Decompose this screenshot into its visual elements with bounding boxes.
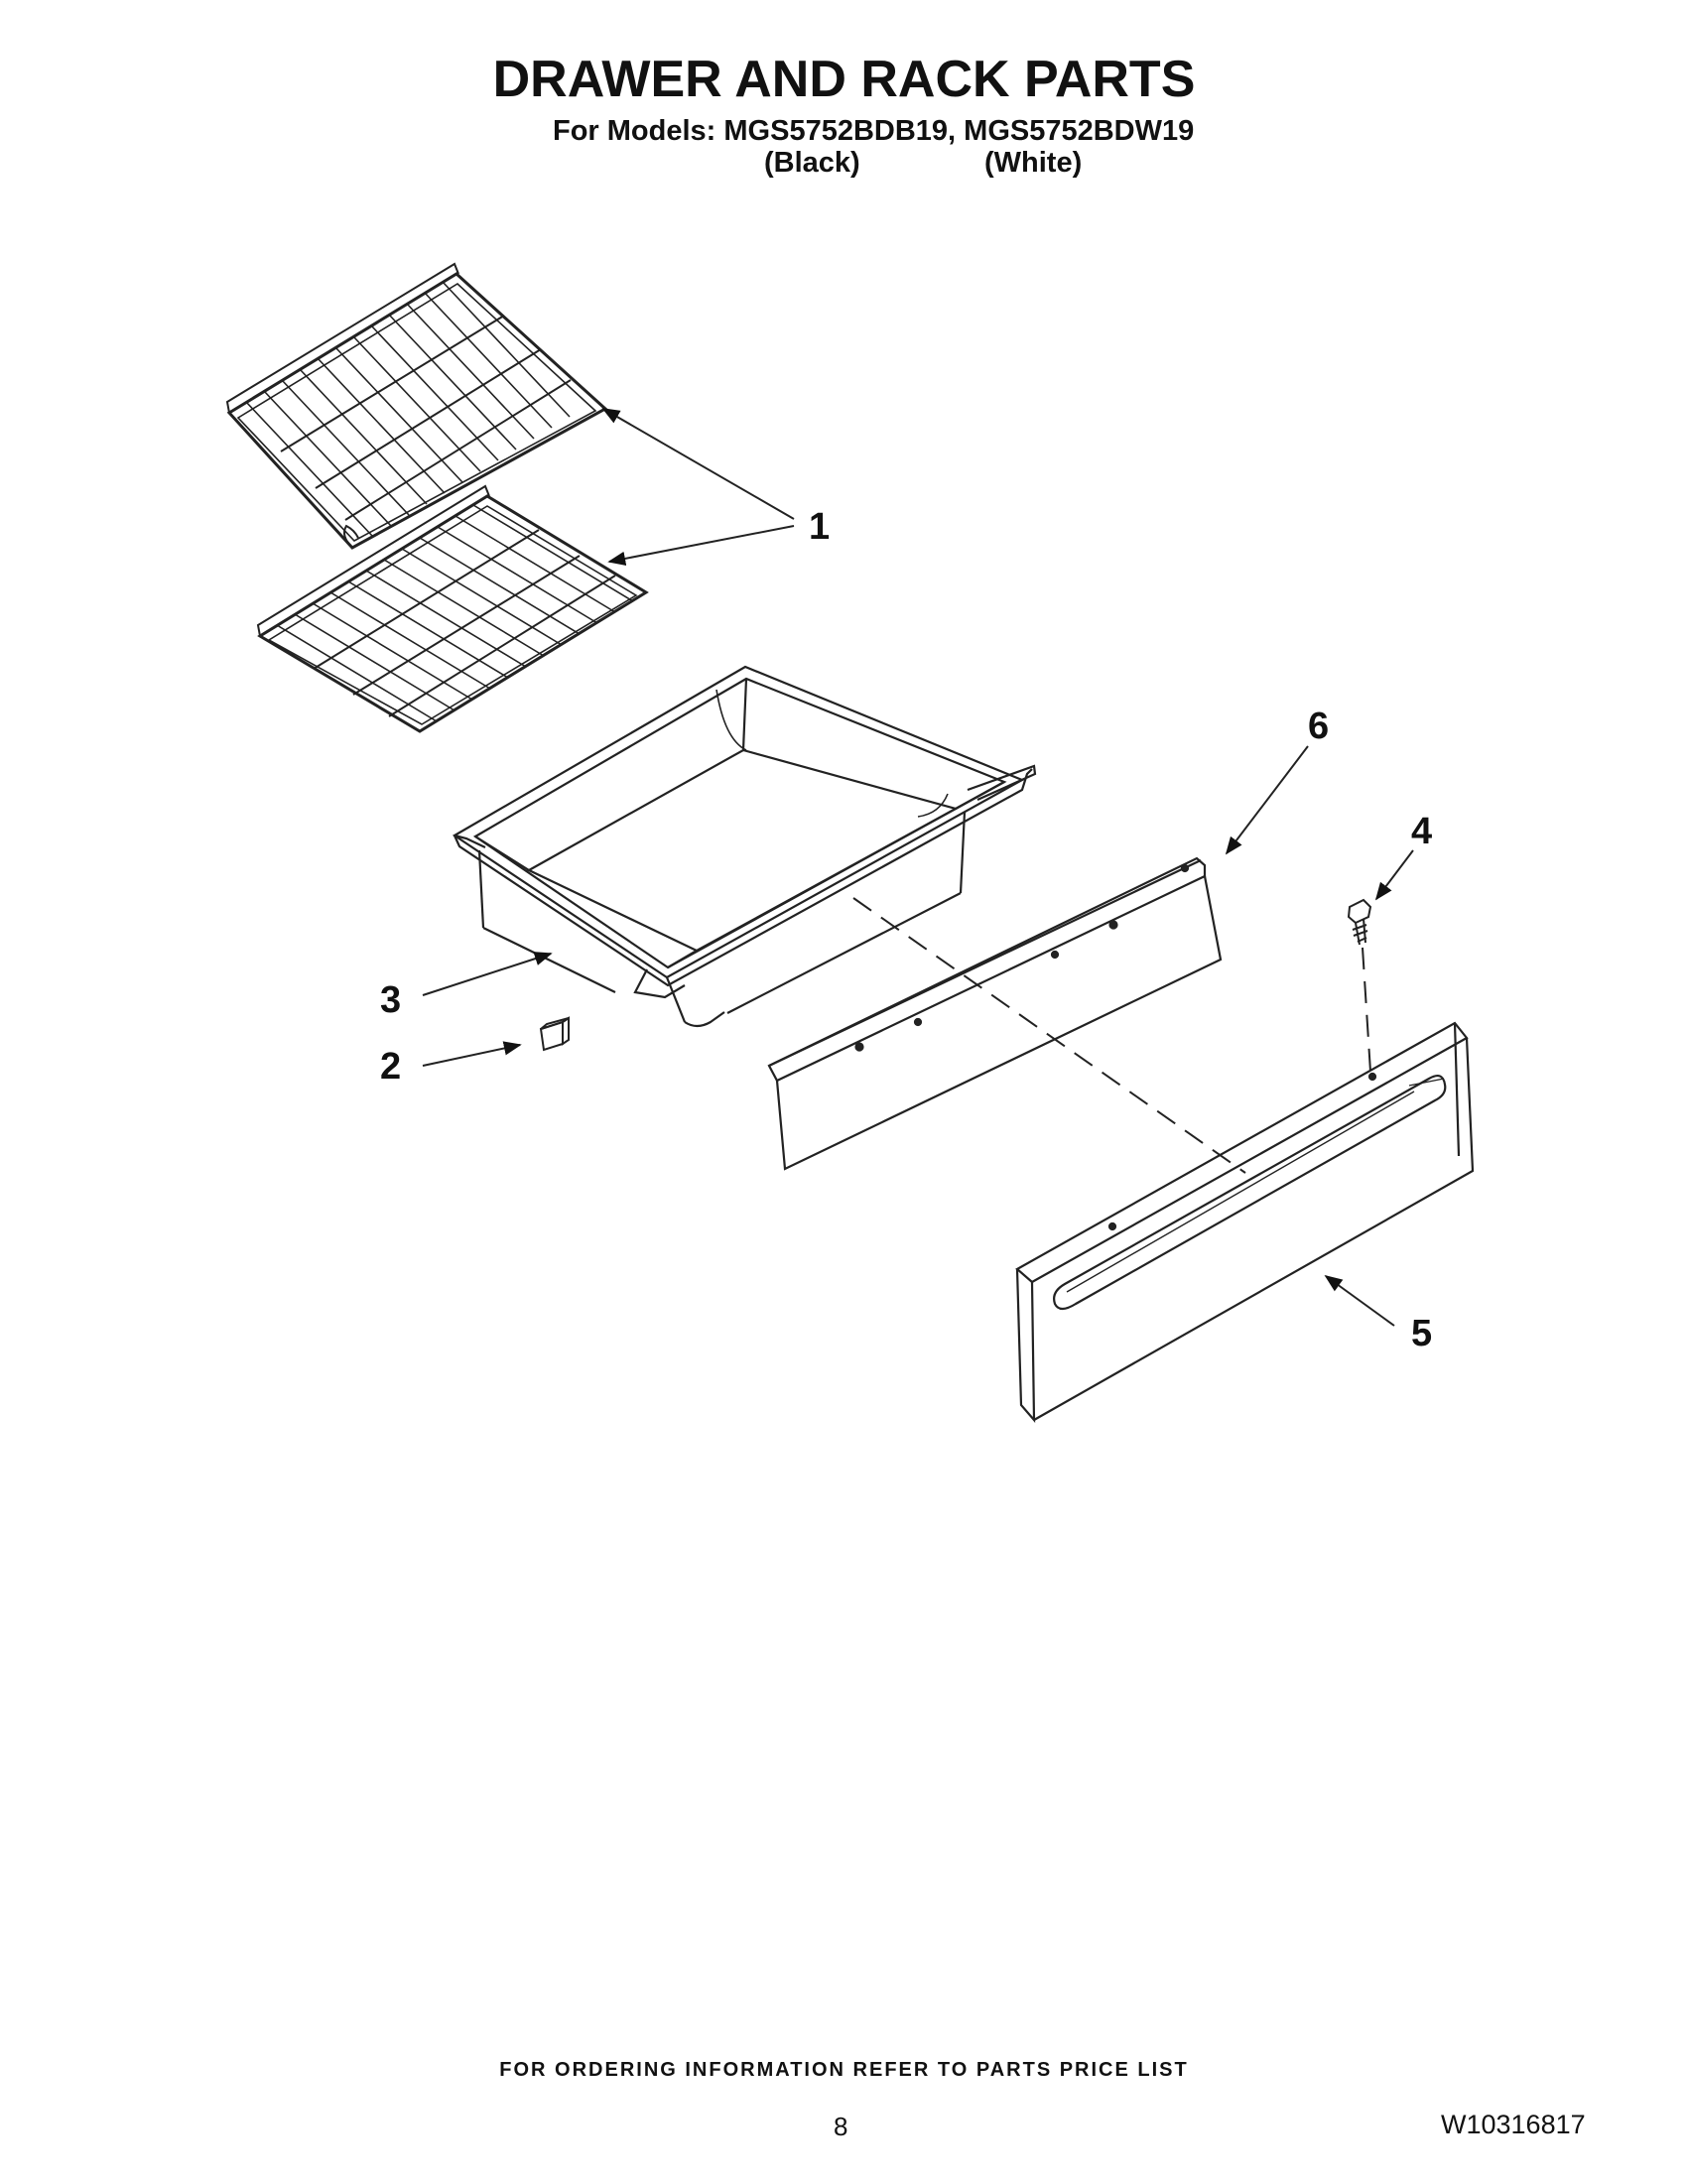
page-number: 8 bbox=[834, 2112, 848, 2141]
leader-1-upper bbox=[601, 408, 795, 520]
callout-2: 2 bbox=[380, 1046, 401, 1088]
callout-6: 6 bbox=[1308, 706, 1329, 747]
ordering-note: FOR ORDERING INFORMATION REFER TO PARTS … bbox=[499, 2059, 1189, 2081]
drawer-front-bracket bbox=[767, 856, 1223, 1171]
oven-rack-lower bbox=[256, 484, 649, 733]
model-color-black: (Black) bbox=[764, 147, 860, 179]
document-number: W10316817 bbox=[1441, 2110, 1586, 2139]
page-title: DRAWER AND RACK PARTS bbox=[492, 51, 1196, 108]
alignment-lines bbox=[852, 897, 1371, 1174]
callout-5: 5 bbox=[1411, 1313, 1432, 1354]
models-line: For Models: MGS5752BDB19, MGS5752BDW19 bbox=[553, 115, 1195, 147]
leader-lines bbox=[422, 408, 1414, 1327]
drawer-stop bbox=[539, 1016, 570, 1052]
leader-4 bbox=[1374, 849, 1414, 901]
screw bbox=[1347, 898, 1372, 946]
callout-1: 1 bbox=[809, 506, 830, 548]
leader-2 bbox=[422, 1041, 522, 1067]
oven-rack-upper bbox=[225, 262, 608, 550]
callout-4: 4 bbox=[1411, 811, 1432, 852]
drawer-front-panel bbox=[1015, 1021, 1475, 1423]
leader-6 bbox=[1225, 745, 1309, 855]
leader-5 bbox=[1324, 1274, 1395, 1327]
model-color-white: (White) bbox=[984, 147, 1083, 179]
storage-drawer bbox=[452, 665, 1037, 1028]
leader-3 bbox=[422, 952, 553, 996]
leader-1-lower bbox=[607, 525, 795, 566]
callout-3: 3 bbox=[380, 979, 401, 1021]
